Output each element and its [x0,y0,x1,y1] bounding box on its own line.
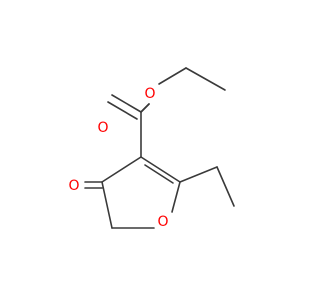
bond-carbonyl-double-2 [107,101,138,120]
ring-oxygen-label: O [157,214,168,230]
bond-ring-c5-c4 [101,181,113,229]
bond-ring-c3-c2-inner [144,164,174,184]
bond-ethyl-ch2-oxygen [158,67,187,85]
bond-carbonyl-double-1 [111,94,142,113]
bond-c2-ethyl-ch2 [179,166,218,183]
ketone-oxygen-label: O [68,178,79,194]
carbonyl-oxygen-label: O [97,120,108,136]
bond-ring-c2-o1 [171,181,181,213]
bond-ring-c3-c2 [140,156,181,183]
molecule-structure-diagram: O O O O [68,67,235,230]
bond-ring-c4-c3 [101,156,142,183]
bond-ester-carbon-oxygen [140,103,150,113]
bond-ethyl-ch2-ch3 [216,166,235,207]
ester-oxygen-label: O [144,86,155,102]
bond-ethyl-terminal-ester [185,67,226,91]
